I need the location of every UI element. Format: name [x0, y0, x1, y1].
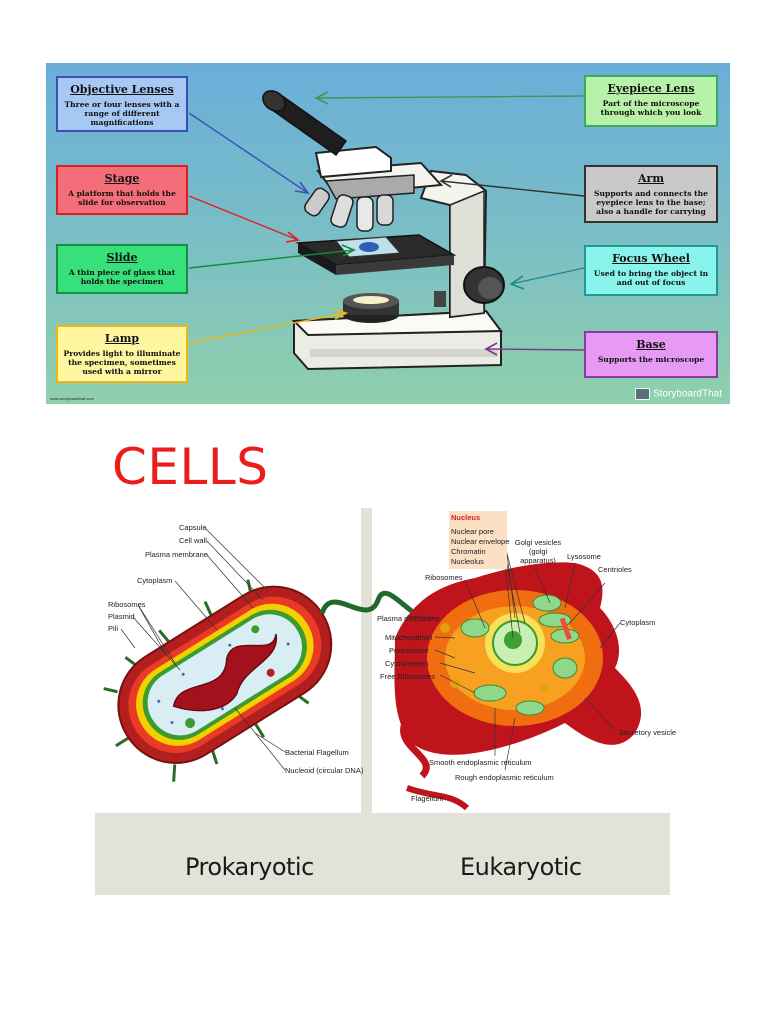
brand-logo: StoryboardThat [635, 388, 722, 400]
caption-prokaryotic: Prokaryotic [185, 853, 314, 881]
label-capsule: Capsule [179, 523, 207, 532]
label-plasma-membrane-prokaryotic: Plasma membrane [145, 550, 208, 559]
cells-illustration [103, 527, 642, 811]
label-plasma-membrane-eukaryotic: Plasma membrane [377, 614, 440, 623]
label-smooth-er: Smooth endoplasmic reticulum [429, 758, 532, 767]
caption-eukaryotic: Eukaryotic [460, 853, 582, 881]
label-lysosome: Lysosome [567, 552, 601, 561]
label-ribosomes-prokaryotic: Ribosomes [108, 600, 146, 609]
cells-diagram: Capsule Cell wall Plasma membrane Cytopl… [95, 508, 676, 895]
label-stage: Stage A platform that holds the slide fo… [56, 165, 188, 215]
label-nuclear-envelope: Nuclear envelope [451, 537, 510, 546]
label-golgi: Golgi vesicles (golgi apparatus) [514, 538, 562, 565]
label-base: Base Supports the microscope [584, 331, 718, 378]
label-mitochondrion: Mitochondrion [385, 633, 433, 642]
label-cell-wall: Cell wall [179, 536, 207, 545]
label-plasmid: Plasmid [108, 612, 135, 621]
label-ribosomes-eukaryotic: Ribosomes [425, 573, 463, 582]
label-eyepiece-lens: Eyepiece Lens Part of the microscope thr… [584, 75, 718, 127]
label-nucleolus: Nucleolus [451, 557, 484, 566]
label-nuclear-pore: Nuclear pore [451, 527, 494, 536]
microscope-illustration [188, 90, 585, 371]
label-lamp: Lamp Provides light to illuminate the sp… [56, 325, 188, 383]
label-secretory-vesicle: Secretory vesicle [619, 728, 677, 737]
label-peroxisome: Peroxisome [389, 646, 429, 655]
label-nucleus: Nucleus [451, 513, 481, 522]
cells-caption-bar [95, 813, 670, 895]
credit-url: www.storyboardthat.com [50, 396, 94, 401]
label-slide: Slide A thin piece of glass that holds t… [56, 244, 188, 294]
label-arm: Arm Supports and connects the eyepiece l… [584, 165, 718, 223]
label-cytoplasm-eukaryotic: Cytoplasm [620, 618, 656, 627]
label-free-ribosomes: Free Ribosomes [380, 672, 436, 681]
brand-icon [635, 388, 651, 400]
label-cytoskeleton: Cytoskeleton [385, 659, 429, 668]
label-rough-er: Rough endoplasmic reticulum [455, 773, 554, 782]
label-nucleoid: Nucleoid (circular DNA) [285, 766, 364, 775]
cells-divider [361, 508, 372, 813]
label-pili: Pili [108, 624, 119, 633]
label-objective-lenses: Objective Lenses Three or four lenses wi… [56, 76, 188, 132]
label-flagellum-eukaryotic: Flagellum [411, 794, 444, 803]
label-focus-wheel: Focus Wheel Used to bring the object in … [584, 245, 718, 296]
label-centrioles: Centrioles [598, 565, 632, 574]
label-chromatin: Chromatin [451, 547, 486, 556]
cells-title: CELLS [112, 438, 269, 496]
label-cytoplasm-prokaryotic: Cytoplasm [137, 576, 173, 585]
nucleus-legend-box [449, 511, 507, 569]
label-bacterial-flagellum: Bacterial Flagellum [285, 748, 349, 757]
microscope-diagram: Objective Lenses Three or four lenses wi… [46, 63, 730, 404]
